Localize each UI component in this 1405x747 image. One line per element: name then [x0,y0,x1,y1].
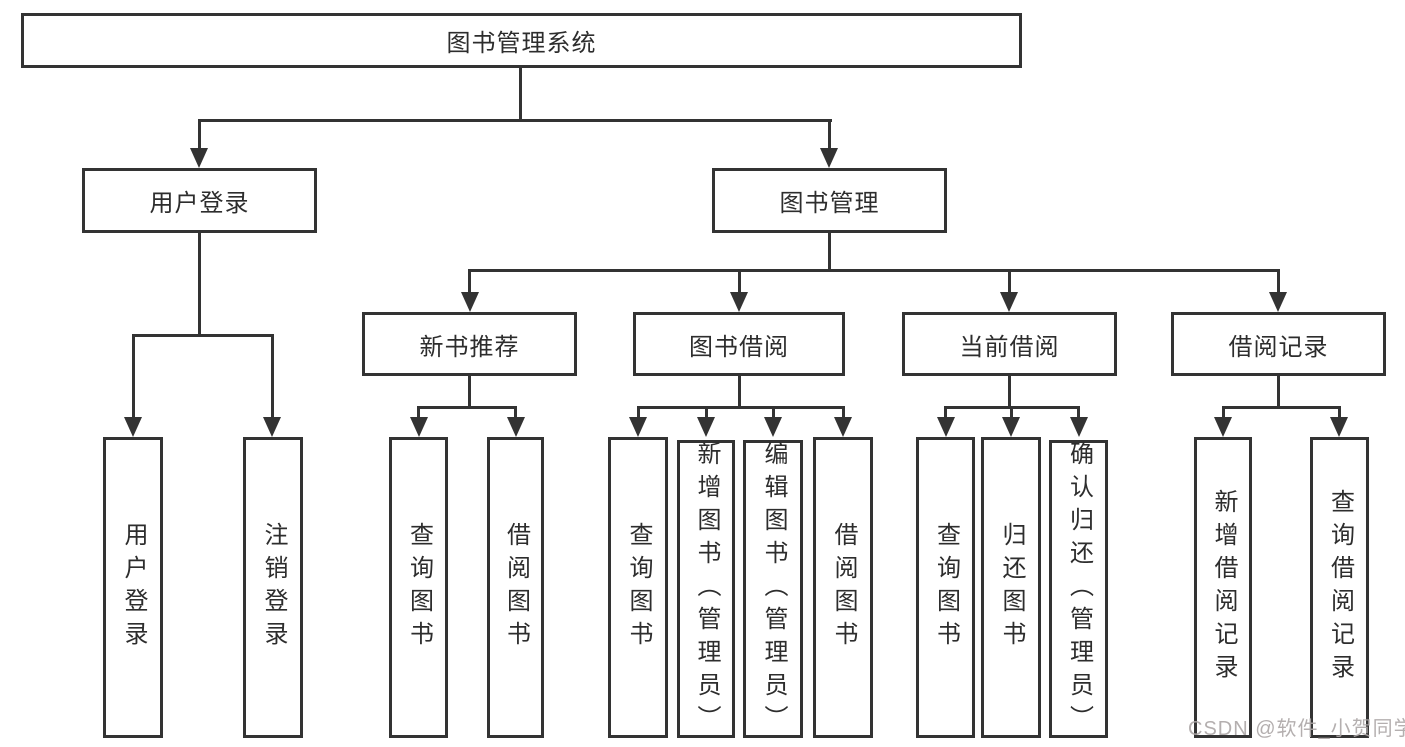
edge-drop-book-mgmt [828,119,831,151]
edge-drop-new-book-rec [468,269,471,295]
leaf-br-add-record-label: 新增借阅记录 [1210,488,1237,687]
leaf-ul-user-login-label: 用户登录 [120,521,147,654]
arrowhead-nbr-borrow [507,417,525,437]
arrowhead-ul-logout [263,417,281,437]
edge-new-book-rec-bus [417,406,517,409]
edge-drop-cb-query [944,406,947,420]
node-user-login: 用户登录 [82,168,317,233]
edge-drop-bb-borrow [842,406,845,420]
leaf-br-add-record: 新增借阅记录 [1194,437,1252,738]
edge-drop-bb-edit [772,406,775,420]
node-book-borrow: 图书借阅 [633,312,845,376]
leaf-bb-query-books-label: 查询图书 [625,521,652,654]
edge-drop-cb-return [1010,406,1013,420]
leaf-bb-edit-books: 编辑图书（管理员） [743,440,803,738]
edge-root-stem [519,68,522,122]
leaf-br-query-record-label: 查询借阅记录 [1326,488,1354,687]
arrowhead-br-add [1214,417,1232,437]
leaf-cb-confirm-return-label: 确认归还（管理员） [1065,440,1093,738]
leaf-bb-add-books-label: 新增图书（管理员） [693,440,720,738]
leaf-bb-borrow-books-label: 借阅图书 [830,521,857,654]
arrowhead-br-query [1330,417,1348,437]
leaf-nbr-borrow-books: 借阅图书 [487,437,544,738]
edge-book-borrow-bus [637,406,845,409]
arrowhead-cb-confirm [1070,417,1088,437]
arrowhead-ul-login [124,417,142,437]
node-book-mgmt: 图书管理 [712,168,947,233]
edge-user-login-bus [132,334,274,337]
edge-level3-bus [468,269,1280,272]
edge-book-borrow-stem [738,376,741,409]
arrowhead-user-login [190,148,208,168]
leaf-bb-add-books: 新增图书（管理员） [677,440,735,738]
leaf-bb-edit-books-label: 编辑图书（管理员） [760,440,787,738]
edge-drop-cb-confirm [1077,406,1080,420]
leaf-cb-return-books: 归还图书 [981,437,1041,738]
csdn-watermark: CSDN @软件_小贺同学 [1188,718,1405,740]
edge-drop-book-borrow [738,269,741,295]
leaf-nbr-borrow-books-label: 借阅图书 [502,521,530,654]
leaf-bb-query-books: 查询图书 [608,437,668,738]
leaf-cb-confirm-return: 确认归还（管理员） [1049,440,1108,738]
edge-current-borrow-stem [1008,376,1011,409]
edge-drop-borrow-records [1277,269,1280,295]
leaf-br-query-record: 查询借阅记录 [1310,437,1369,738]
edge-drop-ul-logout [271,334,274,419]
arrowhead-cb-return [1002,417,1020,437]
leaf-ul-logout: 注销登录 [243,437,303,738]
leaf-nbr-query-books-label: 查询图书 [405,521,433,654]
edge-book-mgmt-stem [828,233,831,272]
edge-level2-bus [198,119,832,122]
arrowhead-cb-query [937,417,955,437]
edge-borrow-records-stem [1277,376,1280,409]
leaf-cb-return-books-label: 归还图书 [998,521,1025,654]
leaf-ul-logout-label: 注销登录 [260,521,287,654]
node-new-book-rec: 新书推荐 [362,312,577,376]
leaf-nbr-query-books: 查询图书 [389,437,448,738]
arrowhead-current-borrow [1000,292,1018,312]
node-borrow-records: 借阅记录 [1171,312,1386,376]
edge-drop-ul-login [132,334,135,419]
edge-drop-user-login [198,119,201,151]
leaf-ul-user-login: 用户登录 [103,437,163,738]
node-current-borrow: 当前借阅 [902,312,1117,376]
edge-drop-br-add [1222,406,1225,420]
leaf-bb-borrow-books: 借阅图书 [813,437,873,738]
edge-new-book-rec-stem [468,376,471,409]
edge-drop-bb-query [637,406,640,420]
node-root: 图书管理系统 [21,13,1022,68]
edge-drop-nbr-query [417,406,420,420]
arrowhead-bb-add [697,417,715,437]
leaf-cb-query-books-label: 查询图书 [932,521,960,654]
arrowhead-nbr-query [410,417,428,437]
edge-drop-current-borrow [1008,269,1011,295]
arrowhead-new-book-rec [461,292,479,312]
leaf-cb-query-books: 查询图书 [916,437,975,738]
edge-drop-nbr-borrow [514,406,517,420]
arrowhead-book-mgmt [820,148,838,168]
arrowhead-borrow-records [1269,292,1287,312]
arrowhead-book-borrow [730,292,748,312]
edge-borrow-records-bus [1222,406,1341,409]
edge-drop-bb-add [705,406,708,420]
edge-drop-br-query [1338,406,1341,420]
arrowhead-bb-edit [764,417,782,437]
edge-user-login-stem [198,233,201,336]
arrowhead-bb-query [629,417,647,437]
arrowhead-bb-borrow [834,417,852,437]
